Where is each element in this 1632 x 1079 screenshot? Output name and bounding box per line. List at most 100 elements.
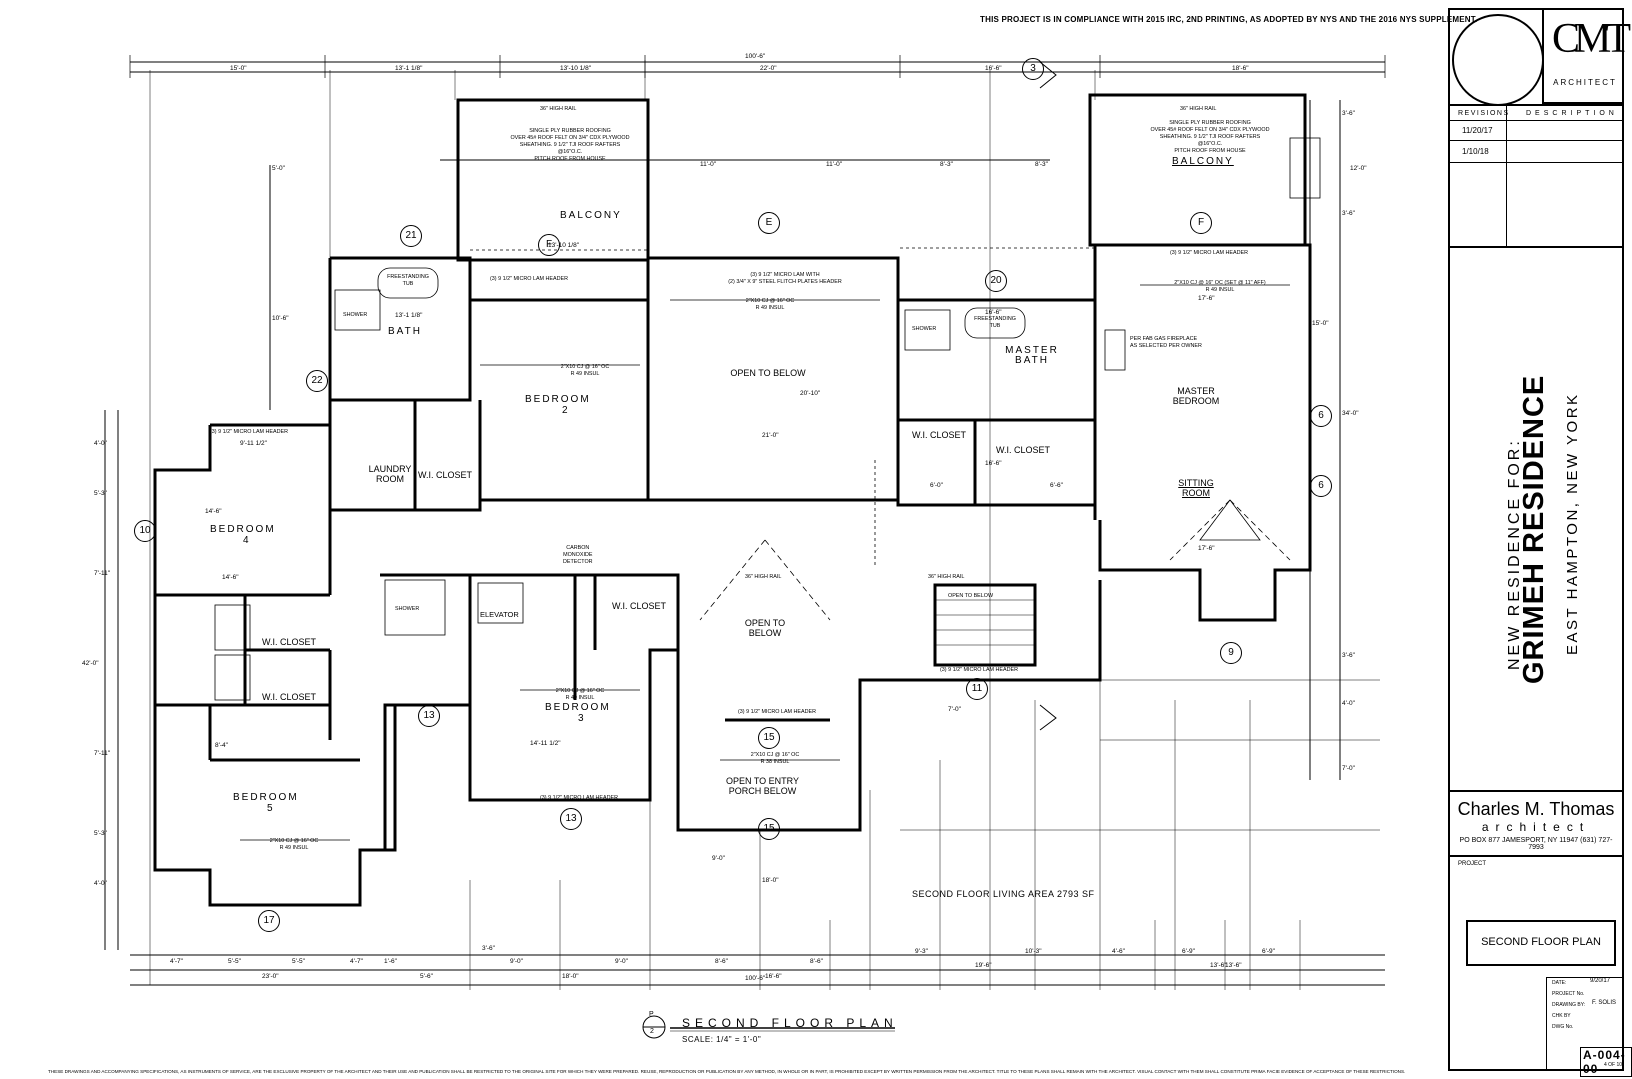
dim-misc: 6'-0" xyxy=(930,482,943,489)
living-area-note: SECOND FLOOR LIVING AREA 2793 SF xyxy=(912,889,1095,899)
logo-circle xyxy=(1452,14,1544,106)
room-bedroom-5-num: 5 xyxy=(267,803,275,814)
dim-misc: 13'-10 1/8" xyxy=(548,242,580,249)
roof-note-right: SINGLE PLY RUBBER ROOFING OVER 45# ROOF … xyxy=(1150,120,1270,154)
divider xyxy=(1448,140,1624,141)
dim-bottom-row2: 18'-0" xyxy=(562,973,579,980)
dim-top: 22'-0" xyxy=(760,65,777,72)
info-label: DATE: xyxy=(1552,980,1567,986)
grid-bubble: 9 xyxy=(1220,642,1242,664)
room-master-bedroom: MASTER BEDROOM xyxy=(1172,386,1220,406)
revision-date: 1/10/18 xyxy=(1462,147,1489,156)
dim-misc: 21'-0" xyxy=(762,432,779,439)
logo-subtitle: ARCHITECT xyxy=(1553,78,1617,87)
footer-note: THESE DRAWINGS AND ACCOMPANYING SPECIFIC… xyxy=(48,1069,1406,1074)
stair-open-note: OPEN TO BELOW xyxy=(948,593,994,599)
dim-bottom: 10'-3" xyxy=(1025,948,1042,955)
dim-misc: 9'-11 1/2" xyxy=(240,440,267,447)
dim-right: 7'-0" xyxy=(1342,765,1355,772)
grid-bubble: 15 xyxy=(758,818,780,840)
grid-bubble: 13 xyxy=(418,705,440,727)
room-bedroom-2: BEDROOM xyxy=(525,394,591,405)
dim-top-row2: 11'-0" xyxy=(826,161,843,168)
header-note-master: (3) 9 1/2" MICRO LAM HEADER xyxy=(1170,250,1248,256)
header-note-open: (3) 9 1/2" MICRO LAM WITH (2) 3/4" X 9" … xyxy=(728,272,842,285)
dim-top-total: 100'-6" xyxy=(745,53,766,60)
plan-bubble-bottom: 2 xyxy=(650,1028,654,1035)
room-bedroom-3-num: 3 xyxy=(578,713,586,724)
sheet-title-box xyxy=(1466,920,1616,966)
dim-misc: 13'-1 1/8" xyxy=(395,312,423,319)
dim-bottom: 5'-5" xyxy=(292,958,305,965)
joist-note-bedroom-5: 2"X10 CJ @ 16" OC R 49 INSUL xyxy=(269,838,319,851)
dim-right: 3'-6" xyxy=(1342,210,1355,217)
rail-note-mid: 36" HIGH RAIL xyxy=(745,574,782,580)
room-wi-closet-d: W.I. CLOSET xyxy=(612,601,667,611)
shower-note-left: SHOWER xyxy=(343,312,368,318)
rail-note-right: 36" HIGH RAIL xyxy=(1180,106,1217,112)
dim-bottom: 8'-6" xyxy=(715,958,728,965)
grid-bubble: 6 xyxy=(1310,475,1332,497)
tub-note-right: FREESTANDING TUB xyxy=(974,316,1016,329)
fireplace-note: PER FAB GAS FIREPLACE AS SELECTED PER OW… xyxy=(1130,336,1202,349)
room-master-bath: MASTER BATH xyxy=(1005,345,1059,366)
dim-top-row2: 8'-3" xyxy=(940,161,953,168)
room-wi-closet-c: W.I. CLOSET xyxy=(996,445,1051,455)
description-label: DESCRIPTION xyxy=(1526,110,1618,117)
grid-bubble: 6 xyxy=(1310,405,1332,427)
title-block xyxy=(1448,8,1624,1071)
architect-name: Charles M. Thomas xyxy=(1457,799,1615,819)
grid-bubble: 10 xyxy=(134,520,156,542)
dim-misc: 16'-6" xyxy=(985,460,1002,467)
dim-bottom-total: 100'-6" xyxy=(745,975,766,982)
dim-right: 15'-0" xyxy=(1312,320,1329,327)
dim-top: 13'-10 1/8" xyxy=(560,65,592,72)
divider xyxy=(1448,246,1624,248)
rail-note-stair: 36" HIGH RAIL xyxy=(928,574,965,580)
dim-misc: 16'-6" xyxy=(985,309,1002,316)
tub-note-left: FREESTANDING TUB xyxy=(387,274,429,287)
info-label: DWG No. xyxy=(1552,1024,1574,1030)
dim-bottom: 5'-5" xyxy=(228,958,241,965)
dim-bottom: 6'-9" xyxy=(1182,948,1195,955)
divider xyxy=(1448,120,1624,121)
divider xyxy=(1448,790,1624,792)
joist-note-master: 2"X10 CJ @ 16" OC (SET @ 11" AFF) R 49 I… xyxy=(1174,280,1266,293)
room-open-to-below: OPEN TO BELOW xyxy=(730,368,806,378)
dim-top: 18'-6" xyxy=(1232,65,1249,72)
info-label: DRAWING BY: xyxy=(1552,1002,1586,1008)
dim-bottom-row2: 16'-6" xyxy=(765,973,782,980)
grid-bubble: 22 xyxy=(306,370,328,392)
room-bath: BATH xyxy=(388,326,422,337)
compliance-note: THIS PROJECT IS IN COMPLIANCE WITH 2015 … xyxy=(980,15,1478,24)
header-note-stair: (3) 9 1/2" MICRO LAM HEADER xyxy=(940,667,1018,673)
dim-misc: 14'-6" xyxy=(205,508,222,515)
joist-note-entry: 2"X10 CJ @ 16" OC R 38 INSUL xyxy=(750,752,800,765)
project-name: GRIMEH RESIDENCE xyxy=(1518,374,1550,684)
dim-left: 7'-11" xyxy=(94,750,111,757)
logo-box xyxy=(1542,8,1624,104)
room-open-to-entry-porch: OPEN TO ENTRY PORCH BELOW xyxy=(725,776,800,796)
dim-left: 4'-0" xyxy=(94,880,107,887)
drawing-of: 4 OF 10 xyxy=(1604,1062,1623,1068)
info-value: F. SOLIS xyxy=(1592,1000,1617,1006)
plan-bubble-top: P xyxy=(649,1011,654,1018)
grid-bubble: 20 xyxy=(985,270,1007,292)
room-bedroom-4-num: 4 xyxy=(243,535,251,546)
architect-subtitle: architect xyxy=(1481,820,1591,834)
divider xyxy=(1448,104,1624,106)
room-sitting-room: SITTING ROOM xyxy=(1178,478,1214,498)
grid-bubble: 21 xyxy=(400,225,422,247)
info-label: CHK BY xyxy=(1552,1013,1571,1019)
room-bedroom-2-num: 2 xyxy=(562,405,570,416)
joist-note-bedroom-2: 2"X10 CJ @ 16" OC R 49 INSUL xyxy=(560,364,610,377)
plan-title-marker xyxy=(642,1015,895,1039)
dim-bottom-row2: 5'-6" xyxy=(420,973,433,980)
dim-misc: 9'-0" xyxy=(712,855,725,862)
dim-left-total: 42'-0" xyxy=(82,660,99,667)
plan-title: SECOND FLOOR PLAN xyxy=(682,1016,898,1030)
shower-note-hall: SHOWER xyxy=(395,606,420,612)
roof-note-left: SINGLE PLY RUBBER ROOFING OVER 45# ROOF … xyxy=(510,128,630,162)
dim-bottom: 4'-7" xyxy=(350,958,363,965)
dim-bottom-row2: 13'-6" xyxy=(1225,962,1242,969)
